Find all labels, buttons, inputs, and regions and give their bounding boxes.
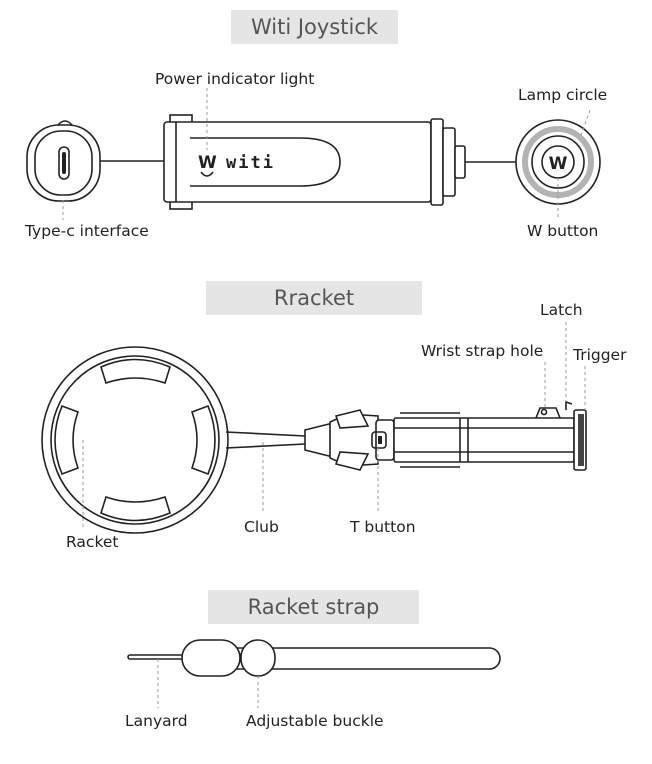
label-type-c-interface: Type-c interface <box>25 222 149 240</box>
label-club: Club <box>244 518 279 536</box>
racket-strap <box>127 639 501 677</box>
joystick-brand-text: witi <box>226 153 275 173</box>
label-trigger: Trigger <box>573 346 627 364</box>
label-wrist-strap-hole: Wrist strap hole <box>421 342 544 360</box>
racket-club-shaft <box>225 431 306 449</box>
joystick-emblem: W <box>198 153 217 173</box>
racket-handle <box>304 400 587 471</box>
joystick-type-c-end-view <box>26 120 101 202</box>
w-button-icon: W <box>549 154 568 174</box>
power-indicator-light-icon <box>200 171 214 177</box>
racket-head <box>41 346 229 534</box>
label-t-button: T button <box>350 518 416 536</box>
label-latch: Latch <box>540 301 583 319</box>
label-racket: Racket <box>66 533 119 551</box>
label-w-button: W button <box>527 222 599 240</box>
joystick-body <box>163 114 466 210</box>
section-title-strap: Racket strap <box>208 590 419 624</box>
section-title-racket: Rracket <box>206 281 422 315</box>
t-button-icon <box>378 436 382 444</box>
label-adjustable-buckle: Adjustable buckle <box>246 712 384 730</box>
label-lamp-circle: Lamp circle <box>518 86 608 104</box>
section-title-joystick: Witi Joystick <box>231 10 398 44</box>
label-power-indicator-light: Power indicator light <box>155 70 315 88</box>
lamp-circle-leader <box>579 109 591 139</box>
label-lanyard: Lanyard <box>125 712 188 730</box>
